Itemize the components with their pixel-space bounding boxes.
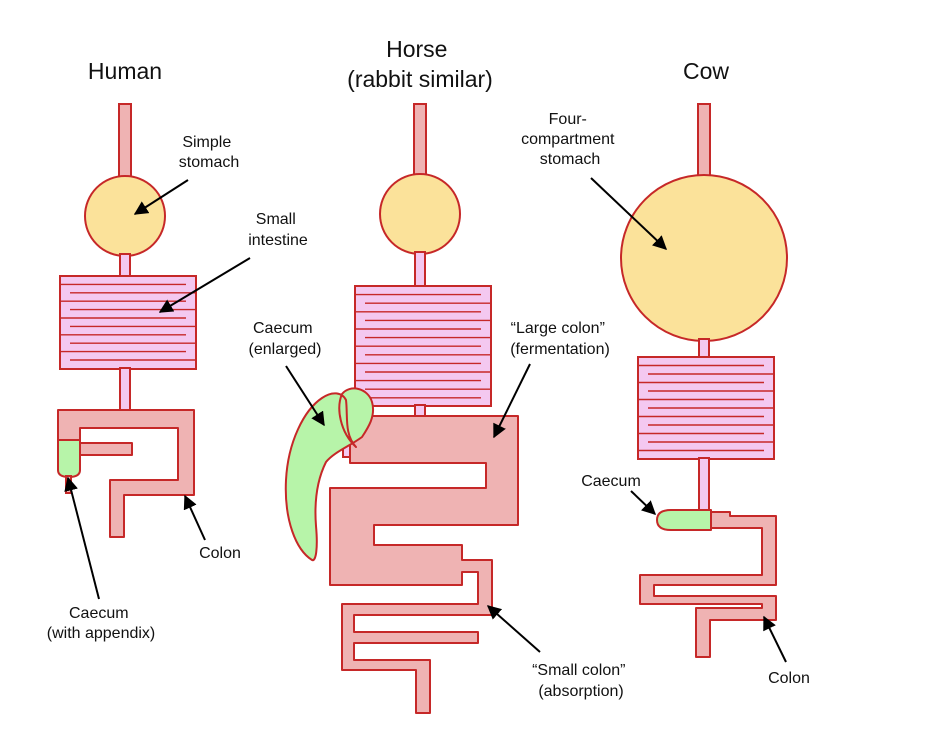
cow-title: Cow bbox=[683, 58, 729, 84]
cow-colon-arrow bbox=[763, 615, 787, 663]
cow-caecum bbox=[656, 509, 712, 531]
cow-small-intestine bbox=[637, 356, 775, 460]
cow-caecum-arrow bbox=[630, 490, 657, 515]
human-small-intestine bbox=[59, 275, 197, 370]
cow-stomach-label: Four- compartment stomach bbox=[521, 111, 619, 168]
human-digestive-tract bbox=[57, 103, 197, 538]
horse-caecum-label: Caecum (enlarged) bbox=[249, 320, 322, 358]
human-intestine-outlet bbox=[119, 367, 131, 413]
human-colon-arrow bbox=[183, 494, 206, 541]
horse-simple-stomach bbox=[379, 173, 461, 255]
horse-small-intestine bbox=[354, 285, 492, 407]
horse-large-colon-label: “Large colon” (fermentation) bbox=[510, 320, 610, 358]
cow-caecum-label: Caecum bbox=[581, 473, 641, 490]
annotation-arrows bbox=[64, 177, 787, 663]
human-title: Human bbox=[88, 58, 162, 84]
human-colon-label: Colon bbox=[199, 545, 241, 562]
human-caecum bbox=[57, 439, 81, 478]
human-caecum-label: Caecum (with appendix) bbox=[47, 605, 156, 642]
human-small-intestine-arrow bbox=[158, 257, 251, 313]
horse-large-colon-arrow bbox=[493, 363, 531, 439]
human-simple-stomach bbox=[84, 175, 166, 257]
human-esophagus bbox=[118, 103, 132, 187]
cow-colon-label: Colon bbox=[768, 670, 810, 687]
cow-four-compartment-stomach bbox=[620, 174, 788, 342]
horse-digestive-tract bbox=[284, 103, 519, 714]
cow-colon bbox=[639, 511, 777, 658]
human-stomach-outlet bbox=[119, 253, 131, 279]
human-small-intestine-label: Small intestine bbox=[248, 211, 308, 249]
cow-stomach-arrow bbox=[590, 177, 668, 250]
titles: Human Horse (rabbit similar) Cow bbox=[88, 36, 729, 92]
horse-large-colon bbox=[329, 415, 519, 714]
human-stomach-arrow bbox=[133, 179, 189, 215]
cow-digestive-tract bbox=[620, 103, 788, 658]
horse-title: Horse (rabbit similar) bbox=[347, 36, 493, 92]
horse-caecum-arrow bbox=[285, 365, 325, 427]
human-stomach-label: Simple stomach bbox=[179, 134, 239, 171]
cow-intestine-outlet bbox=[698, 457, 710, 513]
horse-small-colon-arrow bbox=[486, 605, 541, 653]
horse-caecum bbox=[284, 387, 374, 562]
human-caecum-arrow bbox=[64, 476, 100, 600]
cow-esophagus bbox=[697, 103, 711, 179]
horse-small-colon-label: “Small colon” (absorption) bbox=[532, 662, 630, 700]
horse-stomach-outlet bbox=[414, 251, 426, 289]
labels: Simple stomach Small intestine Caecum (w… bbox=[47, 111, 810, 700]
